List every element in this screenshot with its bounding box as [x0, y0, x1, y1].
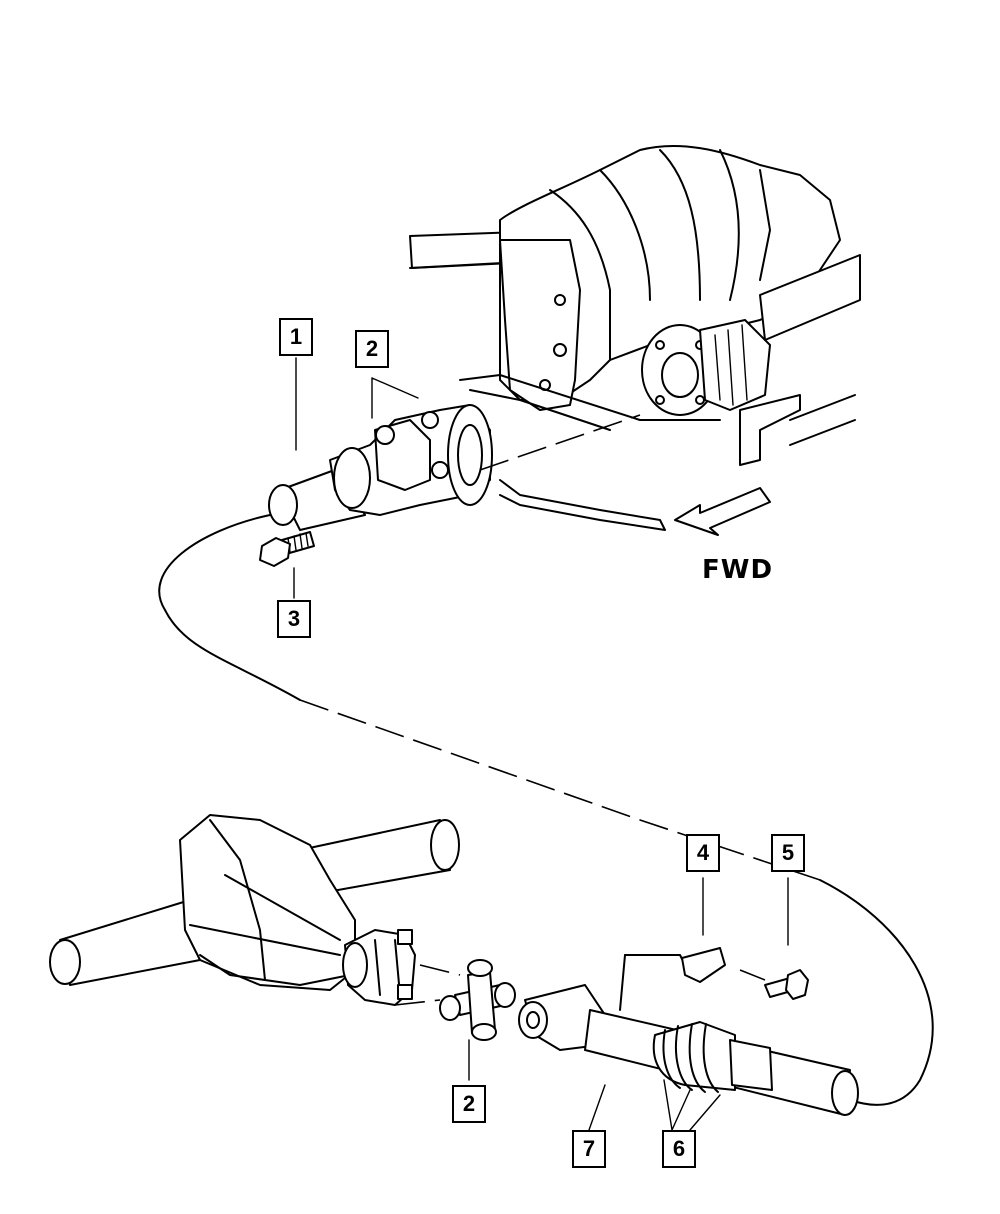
front-propeller-shaft — [268, 404, 493, 531]
rear-shaft-center-line — [394, 999, 441, 1006]
forward-direction-label: FWD — [702, 555, 774, 585]
boot-clamp-clip — [619, 947, 726, 1011]
callout-7: 7 — [572, 1130, 606, 1168]
callout-2-bottom: 2 — [452, 1085, 486, 1123]
callout-4: 4 — [686, 834, 720, 872]
clip-bolt-center-line — [739, 969, 766, 981]
center-line-dashed — [299, 699, 821, 881]
clip-bolt — [764, 969, 809, 1000]
upper-center-line — [479, 414, 641, 471]
callout-1: 1 — [279, 318, 313, 356]
callout-3: 3 — [277, 600, 311, 638]
forward-arrow-icon — [674, 487, 771, 536]
universal-joint-cross — [439, 959, 516, 1041]
front-loop-line — [158, 514, 301, 701]
transfer-case-assembly — [409, 145, 861, 531]
callout-2-top: 2 — [355, 330, 389, 368]
callout-6: 6 — [662, 1130, 696, 1168]
leader-lines — [293, 357, 789, 1131]
rear-axle-assembly — [49, 814, 460, 1006]
rear-propeller-shaft — [518, 984, 859, 1116]
rear-joint-center-line — [419, 964, 461, 976]
flange-bolt — [259, 531, 315, 567]
rear-loop-line — [819, 879, 934, 1106]
callout-5: 5 — [771, 834, 805, 872]
